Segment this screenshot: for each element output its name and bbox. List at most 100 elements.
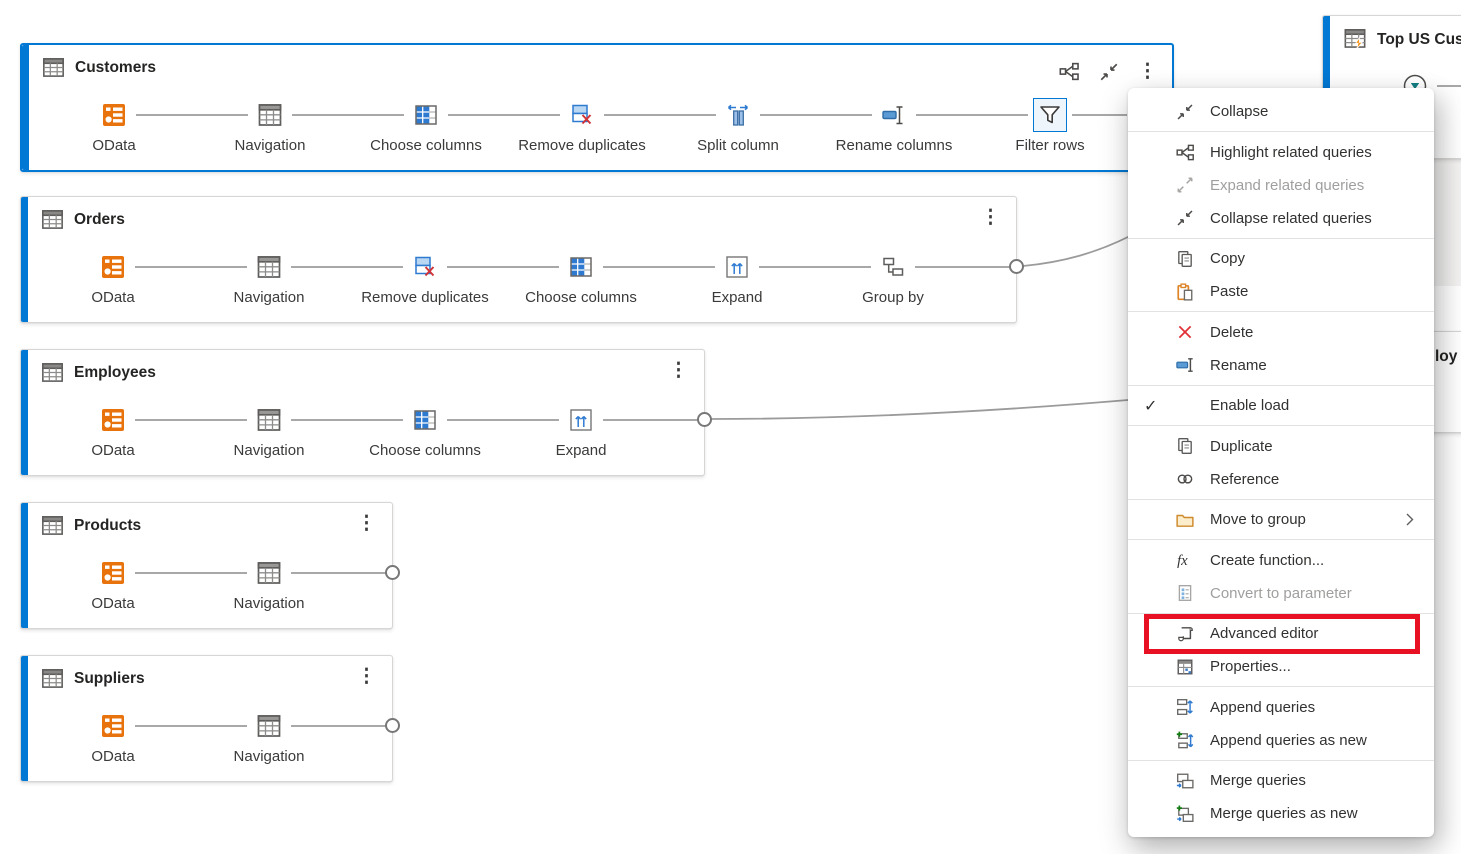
- table-icon: [43, 58, 64, 77]
- menu-item-rename[interactable]: Rename: [1128, 349, 1434, 382]
- more-options-icon[interactable]: ⋮: [1138, 61, 1157, 82]
- output-port[interactable]: [385, 565, 400, 580]
- collapse-card-button[interactable]: [1099, 62, 1119, 82]
- card-accent-bar: [21, 197, 28, 322]
- query-card-products[interactable]: Products ⋮ OData Navigation: [20, 502, 400, 629]
- odata-icon: [96, 403, 130, 437]
- query-card-customers[interactable]: Customers ⋮ OData Navigation Choose colu…: [20, 43, 1174, 172]
- step-navigation[interactable]: Navigation: [191, 709, 347, 765]
- highlight-related-queries-button[interactable]: [1059, 61, 1080, 82]
- menu-item-append-queries[interactable]: Append queries: [1128, 691, 1434, 724]
- table-icon: [42, 210, 63, 229]
- menu-item-duplicate[interactable]: Duplicate: [1128, 430, 1434, 463]
- step-rename-columns[interactable]: Rename columns: [816, 98, 1028, 154]
- menu-item-properties[interactable]: Properties...: [1128, 650, 1434, 683]
- card-title-fragment: loy: [1435, 348, 1458, 365]
- paste-icon: [1176, 283, 1210, 301]
- menu-item-enable-load[interactable]: ✓ Enable load: [1144, 397, 1290, 415]
- menu-item-copy[interactable]: Copy: [1128, 242, 1434, 275]
- step-odata[interactable]: OData: [35, 709, 247, 765]
- more-options-icon[interactable]: ⋮: [669, 360, 688, 381]
- navigation-icon: [252, 556, 286, 590]
- step-remove-duplicates[interactable]: Remove duplicates: [347, 250, 559, 306]
- step-odata[interactable]: OData: [36, 98, 248, 154]
- card-title: Products: [74, 516, 142, 534]
- connector-employees-output: [710, 398, 1141, 420]
- step-navigation[interactable]: Navigation: [192, 98, 404, 154]
- odata-icon: [96, 709, 130, 743]
- card-title: Suppliers: [74, 669, 145, 687]
- menu-item-collapse[interactable]: Collapse: [1128, 95, 1434, 128]
- move-to-group-icon: [1176, 511, 1210, 529]
- menu-item-expand-related-queries: Expand related queries: [1128, 169, 1434, 202]
- menu-item-highlight-related-queries[interactable]: Highlight related queries: [1128, 136, 1434, 169]
- step-filter-rows-selected[interactable]: Filter rows: [972, 98, 1128, 154]
- menu-item-merge-queries-as-new[interactable]: Merge queries as new: [1128, 797, 1434, 830]
- group-by-icon: [876, 250, 910, 284]
- expand-icon: [720, 250, 754, 284]
- menu-item-create-function[interactable]: Create function...: [1128, 544, 1434, 577]
- step-navigation[interactable]: Navigation: [191, 250, 403, 306]
- split-column-icon: [721, 98, 755, 132]
- step-remove-duplicates[interactable]: Remove duplicates: [504, 98, 716, 154]
- step-choose-columns[interactable]: Choose columns: [348, 98, 560, 154]
- card-accent-bar: [1323, 16, 1330, 158]
- table-lightning-icon: [1344, 29, 1366, 50]
- create-function-icon: [1176, 551, 1210, 569]
- table-icon: [42, 363, 63, 382]
- output-port[interactable]: [385, 718, 400, 733]
- odata-icon: [97, 98, 131, 132]
- step-expand[interactable]: Expand: [503, 403, 659, 459]
- more-options-icon[interactable]: ⋮: [357, 666, 376, 687]
- navigation-icon: [253, 98, 287, 132]
- output-port[interactable]: [697, 412, 712, 427]
- step-choose-columns[interactable]: Choose columns: [347, 403, 559, 459]
- remove-duplicates-icon: [408, 250, 442, 284]
- card-accent-bar: [21, 503, 28, 628]
- menu-item-move-to-group[interactable]: Move to group: [1128, 503, 1434, 536]
- menu-separator: [1128, 311, 1434, 312]
- odata-icon: [96, 556, 130, 590]
- menu-item-merge-queries[interactable]: Merge queries: [1128, 764, 1434, 797]
- merge-queries-as-new-icon: [1176, 805, 1210, 823]
- query-card-orders[interactable]: Orders ⋮ OData Navigation Remove duplica…: [20, 196, 1024, 323]
- menu-item-append-queries-as-new[interactable]: Append queries as new: [1128, 724, 1434, 757]
- step-odata[interactable]: OData: [35, 250, 247, 306]
- query-card-suppliers[interactable]: Suppliers ⋮ OData Navigation: [20, 655, 400, 782]
- query-card-employees[interactable]: Employees ⋮ OData Navigation Choose colu…: [20, 349, 712, 476]
- menu-item-reference[interactable]: Reference: [1128, 463, 1434, 496]
- highlight-related-icon: [1176, 143, 1210, 162]
- menu-separator: [1128, 686, 1434, 687]
- menu-separator: [1128, 498, 1434, 500]
- step-navigation[interactable]: Navigation: [191, 403, 403, 459]
- rename-columns-icon: [877, 98, 911, 132]
- step-navigation[interactable]: Navigation: [191, 556, 347, 612]
- navigation-icon: [252, 709, 286, 743]
- output-port[interactable]: [1009, 259, 1024, 274]
- card-accent-bar: [21, 656, 28, 781]
- append-queries-as-new-icon: [1176, 731, 1210, 749]
- more-options-icon[interactable]: ⋮: [357, 513, 376, 534]
- step-split-column[interactable]: Split column: [660, 98, 872, 154]
- step-group-by[interactable]: Group by: [815, 250, 971, 306]
- menu-separator: [1128, 612, 1434, 614]
- more-options-icon[interactable]: ⋮: [981, 207, 1000, 228]
- menu-item-paste[interactable]: Paste: [1128, 275, 1434, 308]
- step-expand[interactable]: Expand: [659, 250, 871, 306]
- choose-columns-icon: [409, 98, 443, 132]
- menu-item-advanced-editor[interactable]: Advanced editor: [1128, 614, 1434, 654]
- append-queries-icon: [1176, 698, 1210, 716]
- collapse-icon: [1176, 103, 1210, 121]
- menu-separator: [1128, 131, 1434, 132]
- reference-icon: [1176, 470, 1210, 488]
- menu-item-delete[interactable]: Delete: [1128, 316, 1434, 349]
- rename-icon: [1176, 356, 1210, 374]
- menu-separator: [1128, 539, 1434, 540]
- convert-to-parameter-icon: [1176, 584, 1210, 602]
- menu-item-collapse-related-queries[interactable]: Collapse related queries: [1128, 202, 1434, 235]
- step-odata[interactable]: OData: [35, 403, 247, 459]
- step-choose-columns[interactable]: Choose columns: [503, 250, 715, 306]
- choose-columns-icon: [564, 250, 598, 284]
- card-title: Employees: [74, 363, 156, 381]
- step-odata[interactable]: OData: [35, 556, 247, 612]
